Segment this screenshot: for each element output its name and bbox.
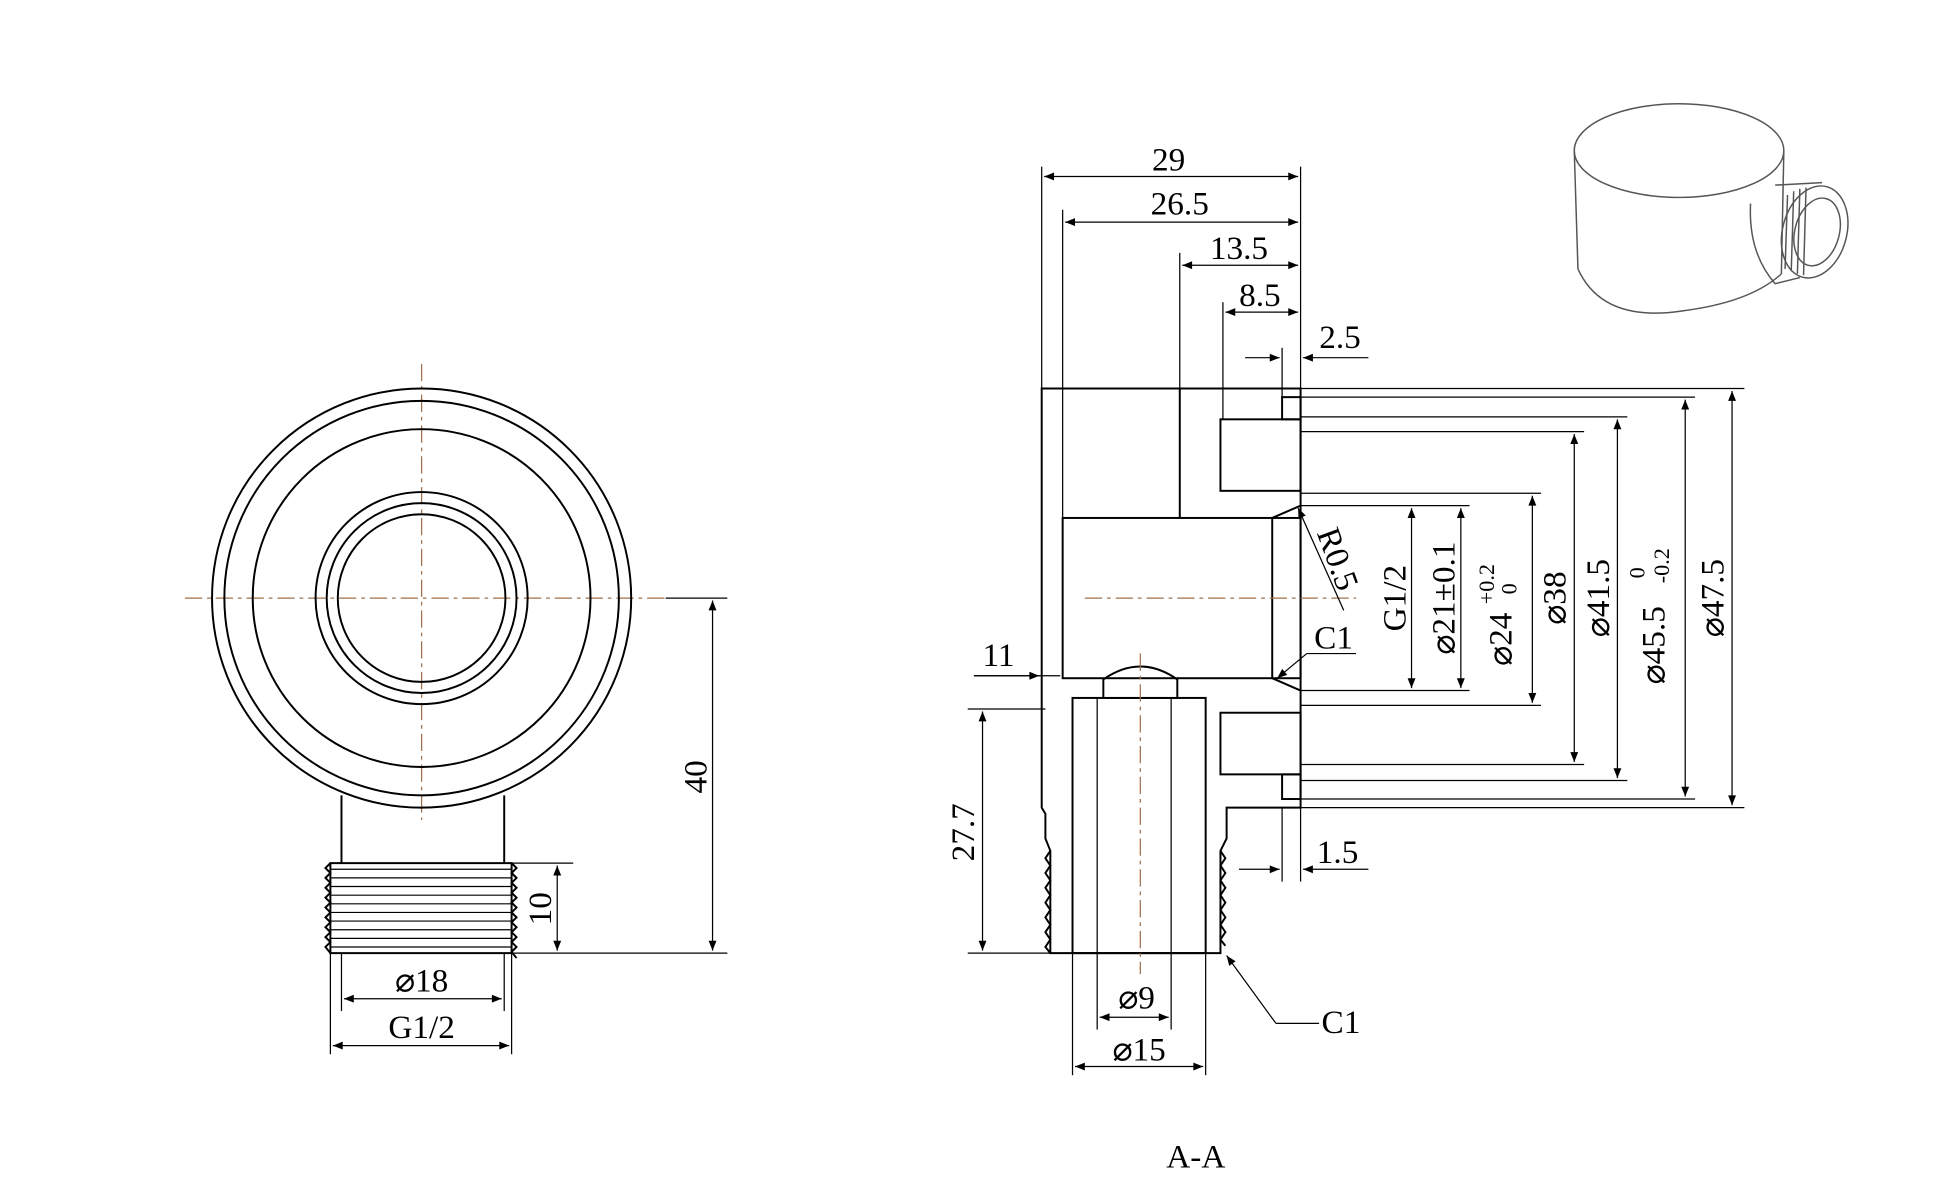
section-label: A-A	[1166, 1139, 1225, 1176]
dim-26-5: 26.5	[1151, 186, 1209, 223]
dim-dia-21: ⌀21±0.1	[1426, 542, 1463, 655]
dim-dia-18: ⌀18	[395, 962, 448, 999]
front-view: 40 10 ⌀18 G1/2	[184, 363, 728, 1055]
section-view: 29 26.5 13.5 8.5 2.5 G1/2 ⌀21±0.1 ⌀24 +0…	[945, 141, 1745, 1176]
dim-dia-15: ⌀15	[1112, 1031, 1165, 1068]
isometric-preview	[1573, 102, 1849, 314]
thread	[324, 862, 518, 959]
dim-thread-length-10: 10	[522, 892, 559, 925]
dim-dia-47-5: ⌀47.5	[1694, 559, 1731, 637]
dim-dia-24: ⌀24 +0.2 0	[1474, 564, 1521, 666]
dim-c1-bottom: C1	[1322, 1004, 1361, 1041]
dim-1-5: 1.5	[1317, 834, 1359, 871]
dim-dia-24-value: ⌀24	[1482, 612, 1519, 666]
dim-2-5: 2.5	[1319, 319, 1361, 356]
dim-11: 11	[983, 637, 1015, 674]
dim-dia-45-5-value: ⌀45.5	[1635, 606, 1672, 684]
dim-g1-2-bore: G1/2	[1376, 565, 1413, 632]
dim-dia-9: ⌀9	[1118, 980, 1155, 1017]
dim-dia-38: ⌀38	[1537, 571, 1574, 624]
dim-13-5: 13.5	[1210, 230, 1268, 267]
dim-dia-45-5: ⌀45.5 0 -0.2	[1625, 548, 1675, 684]
dim-29: 29	[1152, 141, 1185, 178]
dim-27-7: 27.7	[945, 803, 982, 861]
dim-thread-g1-2: G1/2	[388, 1009, 455, 1046]
dim-dia-24-tol-upper: +0.2	[1474, 564, 1499, 604]
dim-dia-24-tol-lower: 0	[1496, 583, 1521, 594]
dim-dia-45-5-tol-upper: 0	[1625, 567, 1650, 578]
dim-c1-top: C1	[1314, 620, 1353, 657]
dim-r0-5: R0.5	[1309, 523, 1366, 596]
dim-height-40: 40	[677, 760, 714, 793]
dim-dia-41-5: ⌀41.5	[1580, 559, 1617, 637]
dim-dia-45-5-tol-lower: -0.2	[1649, 548, 1674, 583]
dim-8-5: 8.5	[1239, 277, 1281, 314]
